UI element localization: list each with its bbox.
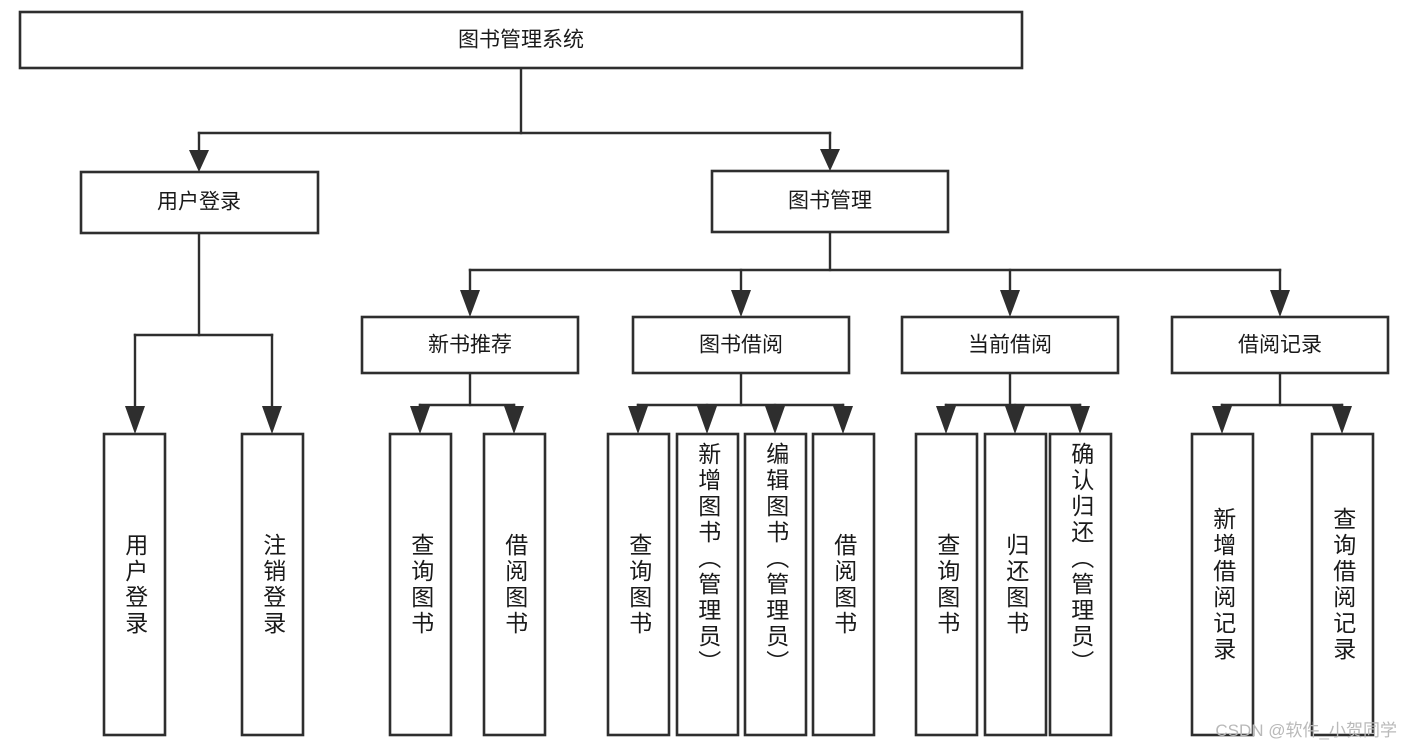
leaf-borrow-book-2-rect[interactable] [811,432,876,737]
node-book-borrow-label: 图书借阅 [699,334,783,357]
arrow-head-leaf-add-record [1212,406,1232,434]
node-borrow-record[interactable]: 借阅记录 [1170,315,1390,375]
node-new-book-rec-label: 新书推荐 [428,334,512,357]
node-user-login-rect[interactable] [79,170,320,235]
leaf-add-record-rect[interactable] [1190,432,1255,737]
arrow-head-current-borrow [1000,290,1020,317]
arrow-head-user-login [189,150,209,172]
node-user-login-label: 用户登录 [157,191,241,214]
node-current-borrow-label: 当前借阅 [968,334,1052,357]
leaf-user-login-rect[interactable] [102,432,167,737]
node-borrow-record-label: 借阅记录 [1238,334,1322,357]
node-current-borrow[interactable]: 当前借阅 [900,315,1120,375]
node-layer: 图书管理系统 用户登录 图书管理 新书推荐 图书借阅 [18,10,1390,737]
node-user-login[interactable]: 用户登录 [79,170,320,235]
leaf-edit-book-rect[interactable] [743,432,808,737]
leaf-logout-rect[interactable] [240,432,305,737]
node-borrow-record-rect[interactable] [1170,315,1390,375]
arrow-head-book-borrow [731,290,751,317]
arrow-head-leaf-query-book-2 [628,406,648,434]
node-book-manage-label: 图书管理 [788,190,872,213]
node-book-borrow[interactable]: 图书借阅 [631,315,851,375]
leaf-add-book-rect[interactable] [675,432,740,737]
node-new-book-rec-rect[interactable] [360,315,580,375]
arrow-head-leaf-query-book-1 [410,406,430,434]
leaf-borrow-book-1-rect[interactable] [482,432,547,737]
arrow-head-new-book-rec [460,290,480,317]
node-current-borrow-rect[interactable] [900,315,1120,375]
arrow-head-leaf-query-book-3 [936,406,956,434]
node-title-rect[interactable] [18,10,1024,70]
arrow-head-leaf-add-book [697,406,717,434]
arrow-head-leaf-query-record [1332,406,1352,434]
node-title-label: 图书管理系统 [458,29,584,52]
arrow-head-leaf-confirm-return [1070,406,1090,434]
leaf-confirm-return-rect[interactable] [1048,432,1113,737]
arrow-head-borrow-record [1270,290,1290,317]
node-book-manage-rect[interactable] [710,169,950,234]
leaf-query-book-1-rect[interactable] [388,432,453,737]
node-title[interactable]: 图书管理系统 [18,10,1024,70]
arrow-head-leaf-user-login [125,406,145,434]
node-book-manage[interactable]: 图书管理 [710,169,950,234]
arrow-head-leaf-edit-book [765,406,785,434]
node-book-borrow-rect[interactable] [631,315,851,375]
arrow-head-book-manage [820,149,840,171]
connector-layer [125,66,1352,434]
leaf-query-record-rect[interactable] [1310,432,1375,737]
node-new-book-rec[interactable]: 新书推荐 [360,315,580,375]
arrow-head-leaf-borrow-book-1 [504,406,524,434]
leaf-query-book-2-rect[interactable] [606,432,671,737]
leaf-return-book-rect[interactable] [983,432,1048,737]
arrow-head-leaf-return-book [1005,406,1025,434]
leaf-query-book-3-rect[interactable] [914,432,979,737]
csdn-watermark: CSDN @软件_小贺同学 [1215,721,1397,740]
arrow-head-leaf-logout [262,406,282,434]
arrow-head-leaf-borrow-book-2 [833,406,853,434]
